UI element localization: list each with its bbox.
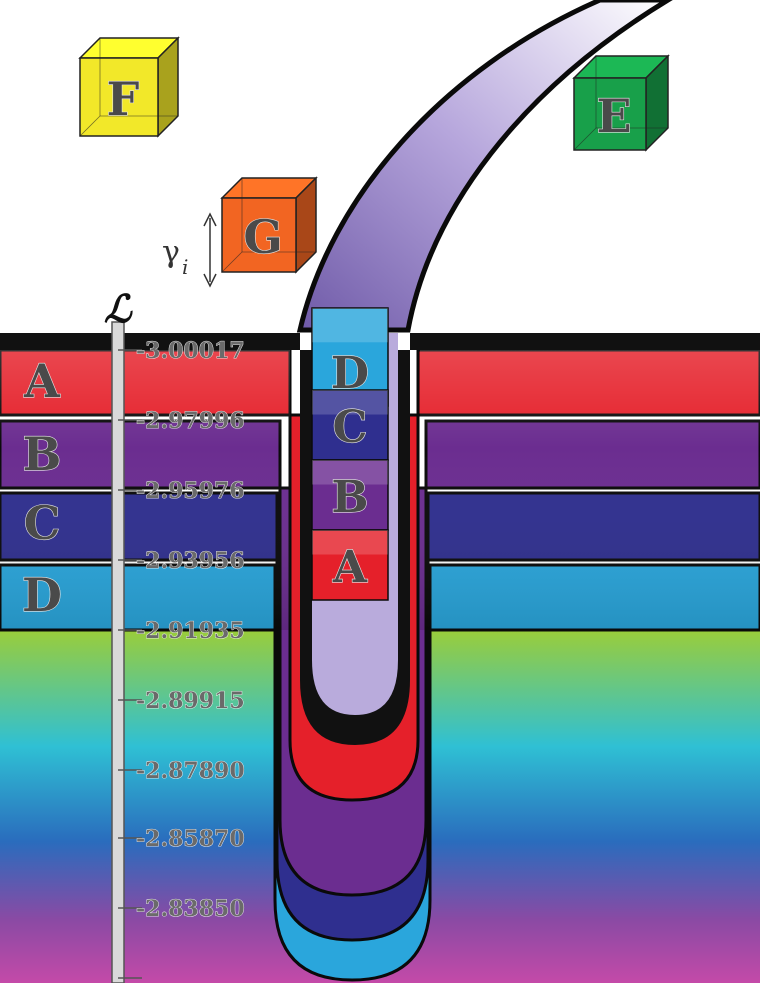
axis-tick-label: -3.00017 xyxy=(136,338,245,364)
curved-tube xyxy=(296,0,673,333)
gamma-indicator: γ i xyxy=(162,212,217,288)
gamma-symbol: γ xyxy=(162,235,180,270)
gamma-subscript: i xyxy=(182,255,188,279)
axis-tick-label: -2.91935 xyxy=(136,618,245,644)
cube-f: F xyxy=(78,36,180,138)
layer-label-a: A xyxy=(23,354,61,408)
axis-symbol: ℒ xyxy=(104,286,133,331)
layer-label-c: C xyxy=(24,496,61,550)
svg-text:G: G xyxy=(243,210,282,264)
band-shine-right xyxy=(420,350,760,630)
cube-g: G xyxy=(220,176,318,274)
svg-text:A: A xyxy=(332,542,368,593)
vertical-axis: ℒ xyxy=(104,286,133,983)
cube-e: E xyxy=(572,54,670,152)
axis-tick-label: -2.87890 xyxy=(136,758,245,784)
well-block-a: A xyxy=(311,529,389,601)
svg-text:C: C xyxy=(332,402,367,453)
axis-tick-label: -2.85870 xyxy=(136,826,245,852)
axis-bar xyxy=(111,321,125,983)
layer-label-b: B xyxy=(23,427,62,481)
cubes: F E G xyxy=(78,36,670,274)
svg-text:B: B xyxy=(331,472,368,523)
axis-tick-label: -2.95976 xyxy=(136,478,245,504)
axis-tick-label: -2.83850 xyxy=(136,896,245,922)
axis-ticks: -3.00017 -2.97996 -2.95976 -2.93956 -2.91935… xyxy=(118,338,245,979)
axis-tick-label: -2.89915 xyxy=(136,688,245,714)
arrow-up-icon xyxy=(203,212,217,227)
band-shine xyxy=(0,350,290,630)
layer-label-d: D xyxy=(22,568,62,622)
svg-text:F: F xyxy=(107,72,140,126)
well-block-c: C xyxy=(311,389,389,461)
svg-text:E: E xyxy=(596,89,631,143)
axis-tick-label: -2.97996 xyxy=(136,408,245,434)
arrow-down-icon xyxy=(203,273,217,288)
well-block-b: B xyxy=(311,459,389,531)
axis-tick-label: -2.93956 xyxy=(136,548,245,574)
